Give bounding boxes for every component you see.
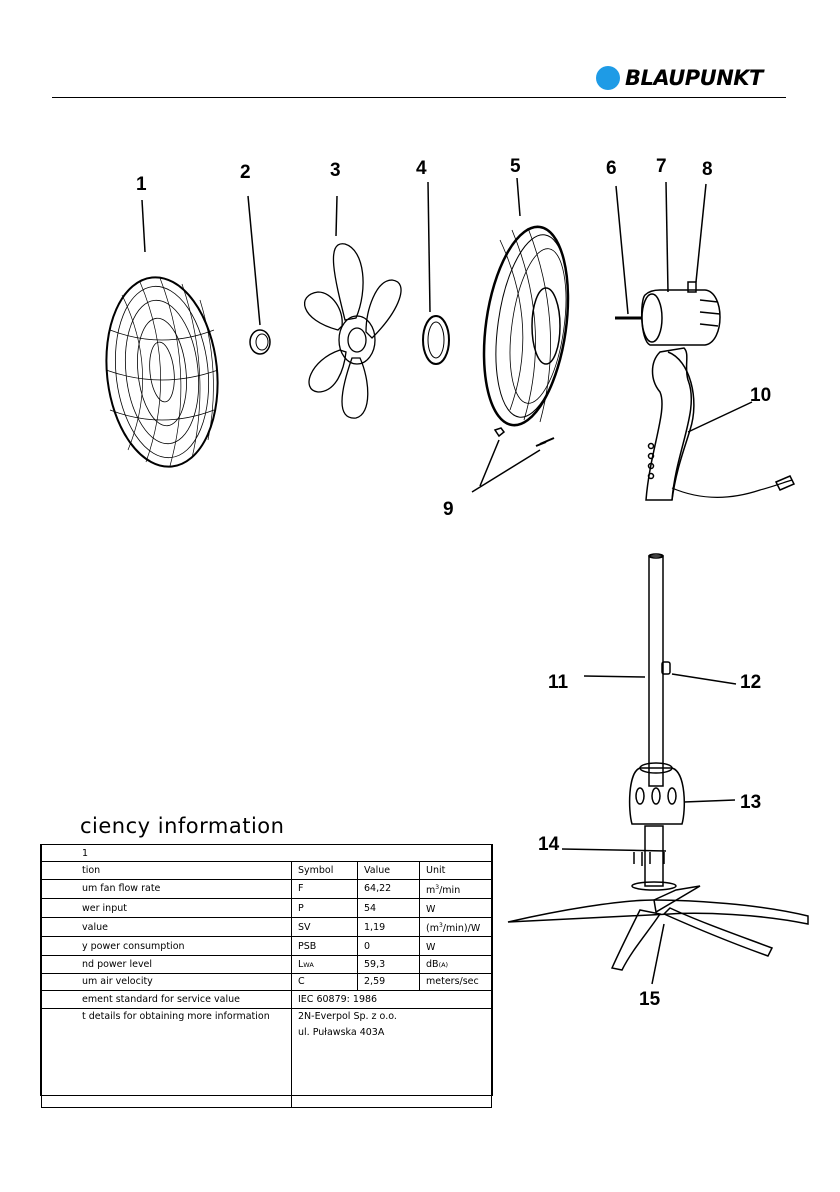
callout-13: 13 (740, 792, 761, 813)
spinner-cap-part (249, 329, 271, 355)
row-unit: meters/sec (419, 972, 492, 992)
callout-12: 12 (740, 672, 761, 693)
callout-1: 1 (136, 174, 147, 195)
row-label: um fan flow rate (41, 878, 292, 899)
callout-6: 6 (606, 158, 617, 179)
row-label: wer input (41, 897, 292, 919)
table-row: um fan flow rate F 64,22 m3/min (41, 878, 492, 899)
row-label: y power consumption (41, 936, 292, 957)
callout-2: 2 (240, 162, 251, 183)
standard-value: IEC 60879: 1986 (291, 990, 492, 1009)
contact-label: t details for obtaining more information (41, 1007, 292, 1108)
callout-8: 8 (702, 159, 713, 180)
table-header-row: tion Symbol Value Unit (41, 861, 492, 880)
callout-15: 15 (639, 989, 661, 1010)
column-header: Unit (419, 861, 492, 880)
column-header: Symbol (291, 861, 358, 880)
table-caption: 1 (41, 845, 492, 863)
row-unit: dB(A) (419, 955, 492, 974)
callout-14: 14 (538, 834, 560, 855)
callout-9: 9 (443, 499, 454, 520)
table-row: um air velocity C 2,59 meters/sec (41, 972, 492, 992)
column-header: Value (357, 861, 420, 880)
row-value: 2,59 (357, 972, 420, 992)
table-row: value SV 1,19 (m3/min)/W (41, 917, 492, 938)
rear-grille-part (105, 276, 219, 468)
row-value: 0 (357, 936, 420, 957)
brand-name: BLAUPUNKT (625, 66, 763, 90)
row-symbol: F (291, 878, 358, 899)
row-unit: W (419, 897, 492, 919)
row-value: 1,19 (357, 917, 420, 938)
brand-dot-icon (596, 66, 620, 90)
table-row: nd power level LWA 59,3 dB(A) (41, 955, 492, 974)
row-symbol: C (291, 972, 358, 992)
front-grille-part (482, 225, 570, 427)
callout-5: 5 (510, 156, 521, 177)
table-row: ement standard for service value IEC 608… (41, 990, 492, 1009)
row-value: 64,22 (357, 878, 420, 899)
row-symbol: P (291, 897, 358, 919)
contact-company: 2N-Everpol Sp. z o.o. (298, 1010, 397, 1022)
row-symbol: PSB (291, 936, 358, 957)
contact-details: 2N-Everpol Sp. z o.o. ul. Puławska 403A (291, 1007, 492, 1108)
callout-7: 7 (656, 156, 667, 177)
row-value: 54 (357, 897, 420, 919)
pole-part (648, 553, 671, 787)
contact-address: ul. Puławska 403A (298, 1026, 385, 1038)
callout-11: 11 (548, 672, 569, 693)
body-housing-part (645, 347, 796, 501)
row-label: um air velocity (41, 972, 292, 992)
callout-4: 4 (416, 158, 427, 179)
row-label: value (41, 917, 292, 938)
row-value: 59,3 (357, 955, 420, 974)
section-title: ciency information (80, 814, 285, 838)
table-row: y power consumption PSB 0 W (41, 936, 492, 957)
fan-blade-part (303, 243, 402, 419)
table-row: wer input P 54 W (41, 897, 492, 919)
row-unit: W (419, 936, 492, 957)
callout-3: 3 (330, 160, 341, 181)
table-row: t details for obtaining more information… (41, 1007, 492, 1108)
standard-label: ement standard for service value (41, 990, 292, 1009)
cross-base-part (507, 885, 809, 971)
row-unit: m3/min (419, 878, 492, 899)
ring-nut-part (422, 315, 450, 365)
motor-head-part (615, 281, 721, 346)
row-label: nd power level (41, 955, 292, 974)
header-rule (52, 97, 786, 98)
efficiency-table: 1 tion Symbol Value Unit um fan flow rat… (40, 844, 493, 1108)
callout-10: 10 (750, 385, 771, 406)
column-header: tion (41, 861, 292, 880)
row-symbol: LWA (291, 955, 358, 974)
row-symbol: SV (291, 917, 358, 938)
brand-logo: BLAUPUNKT (596, 66, 763, 90)
row-unit: (m3/min)/W (419, 917, 492, 938)
collar-part (628, 762, 686, 825)
